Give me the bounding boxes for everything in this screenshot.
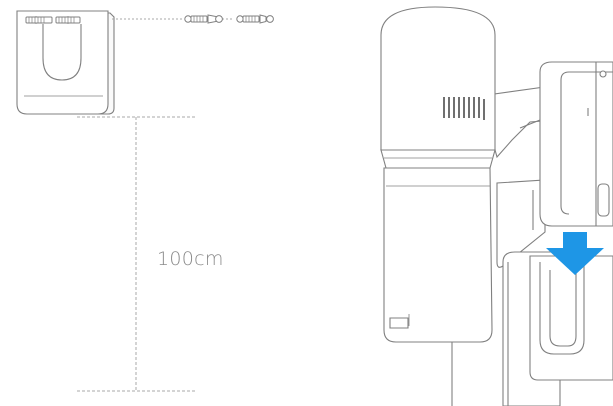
screw-anchor-1 (184, 14, 223, 24)
height-label: 100cm (157, 248, 224, 270)
floor-bracket (502, 251, 613, 406)
vacuum-wand (496, 179, 546, 268)
bracket-screw-right (55, 16, 81, 24)
wall-dock (539, 61, 613, 227)
screw-anchor-2 (236, 14, 274, 24)
bracket-screw-left (25, 16, 53, 24)
vent-grill (443, 97, 485, 120)
vacuum-body (380, 6, 496, 343)
height-dimension (77, 116, 196, 392)
wall-mount-bracket (16, 10, 115, 115)
arrow-down-icon (546, 232, 604, 275)
